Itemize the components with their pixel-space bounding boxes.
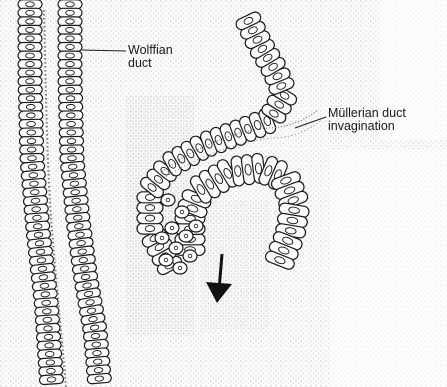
epithelial-cell: [18, 68, 42, 77]
epithelial-cell: [18, 43, 42, 52]
epithelial-cell: [19, 111, 43, 121]
epithelial-cell: [58, 68, 82, 77]
epithelial-cell: [58, 43, 82, 52]
epithelial-cell: [18, 0, 42, 9]
epithelial-cell: [59, 111, 83, 121]
epithelial-cell: [18, 8, 42, 17]
epithelial-cell: [87, 373, 112, 384]
epithelial-cell: [137, 202, 163, 213]
epithelial-cell: [58, 60, 82, 69]
round-cell: [155, 232, 169, 244]
epithelial-cell: [18, 34, 42, 43]
round-cell: [175, 206, 189, 218]
epithelial-cell: [58, 76, 82, 86]
round-cell: [161, 194, 175, 206]
epithelial-cell: [58, 34, 82, 43]
wolffian-duct-label: Wolffian duct: [128, 44, 173, 70]
epithelial-cell: [39, 374, 64, 385]
epithelial-cell: [58, 17, 82, 26]
epithelial-cell: [137, 213, 163, 224]
epithelial-cell: [60, 145, 84, 155]
round-cell: [179, 230, 193, 242]
epithelial-cell: [18, 17, 42, 26]
epithelial-cell: [18, 76, 42, 86]
round-cell: [165, 222, 179, 234]
epithelial-cell: [20, 145, 44, 155]
round-cell: [173, 262, 187, 274]
epithelial-cell: [59, 128, 83, 138]
epithelial-cell: [58, 0, 82, 9]
epithelial-cell: [18, 94, 42, 104]
round-cell: [169, 242, 183, 254]
round-cell: [183, 250, 197, 262]
epithelial-cell: [19, 128, 43, 138]
epithelial-cell: [18, 60, 42, 69]
round-cell: [189, 220, 203, 232]
epithelial-cell: [58, 25, 82, 34]
round-cell: [159, 254, 173, 266]
epithelial-cell: [58, 8, 82, 17]
epithelial-cell: [58, 94, 82, 104]
epithelial-cell: [58, 51, 82, 60]
epithelial-cell: [18, 51, 42, 60]
epithelial-cell: [18, 25, 42, 34]
mullerian-duct-invagination-label: Müllerian duct invagination: [328, 107, 406, 133]
